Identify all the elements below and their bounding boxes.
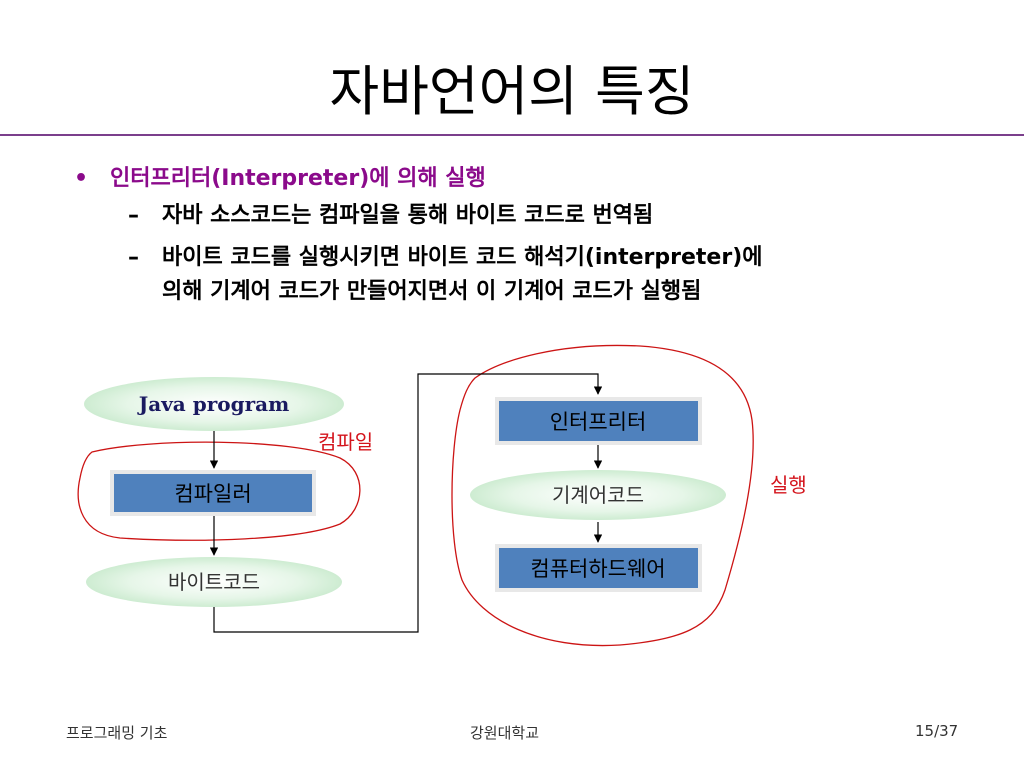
sub-bullet-2-line1: 바이트 코드를 실행시키면 바이트 코드 해석기(interpreter)에 <box>162 245 763 270</box>
interpreter-node: 인터프리터 <box>495 397 702 445</box>
sub-bullet-2: –바이트 코드를 실행시키면 바이트 코드 해석기(interpreter)에 … <box>128 241 763 309</box>
slide-title: 자바언어의 특징 <box>329 60 695 123</box>
execute-outline <box>451 344 754 647</box>
bullet-dot: • <box>74 166 89 191</box>
footer-page-number: 15/37 <box>915 722 959 740</box>
connector-bytecode-to-interpreter <box>213 373 603 633</box>
bullet-main: • 인터프리터(Interpreter)에 의해 실행 <box>74 160 486 192</box>
machine-code-label: 기계어코드 <box>552 483 644 507</box>
footer-course: 프로그래밍 기초 <box>66 724 168 742</box>
compile-label: 컴파일 <box>318 430 373 454</box>
dash-marker: – <box>128 245 139 270</box>
compiler-label: 컴파일러 <box>174 482 251 506</box>
footer-institution: 강원대학교 <box>470 724 540 742</box>
bytecode-node: 바이트코드 <box>86 557 342 607</box>
java-program-label: Java program <box>137 392 289 416</box>
machine-code-node: 기계어코드 <box>470 470 726 520</box>
java-program-node: Java program <box>84 377 344 431</box>
bytecode-label: 바이트코드 <box>168 570 260 594</box>
execute-label: 실행 <box>770 473 807 497</box>
title-divider <box>0 134 1024 136</box>
hardware-node: 컴퓨터하드웨어 <box>495 544 702 592</box>
interpreter-label: 인터프리터 <box>550 410 647 434</box>
dash-marker: – <box>128 203 139 228</box>
bullet-main-text: 인터프리터(Interpreter)에 의해 실행 <box>110 166 486 191</box>
hardware-label: 컴퓨터하드웨어 <box>530 557 665 581</box>
compiler-node: 컴파일러 <box>110 470 316 516</box>
sub-bullet-2-line2: 의해 기계어 코드가 만들어지면서 이 기계어 코드가 실행됨 <box>162 279 702 304</box>
sub-bullet-1: –자바 소스코드는 컴파일을 통해 바이트 코드로 번역됨 <box>128 199 653 233</box>
sub-bullet-1-text: 자바 소스코드는 컴파일을 통해 바이트 코드로 번역됨 <box>162 203 654 228</box>
compile-outline <box>77 441 361 541</box>
